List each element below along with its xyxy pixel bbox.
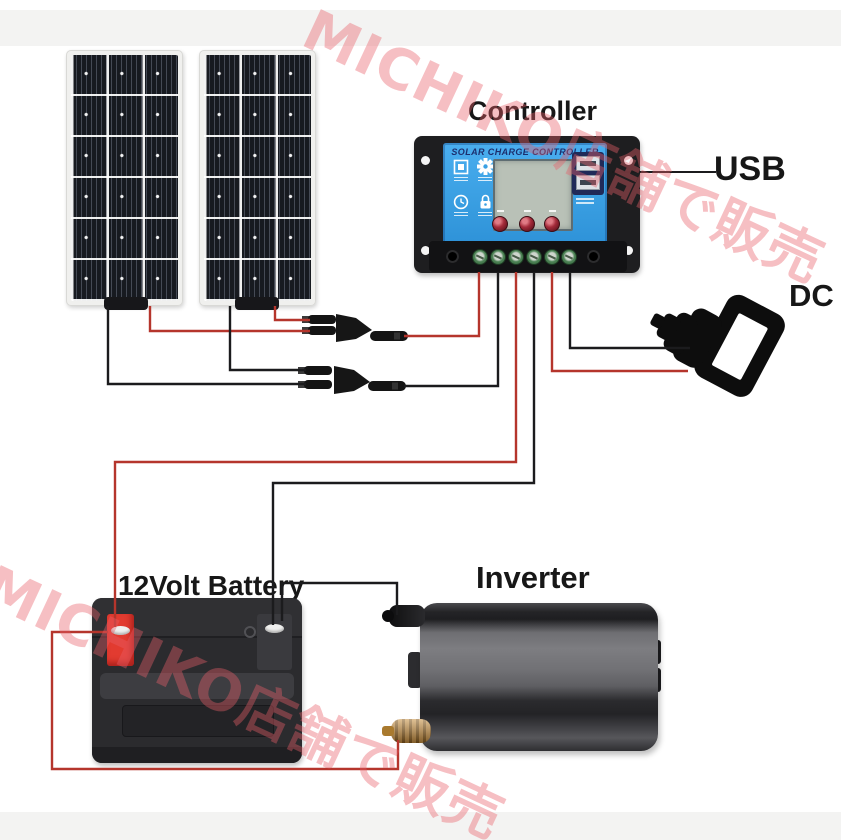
- bottom-gray-band: [0, 812, 841, 840]
- battery-inset-panel: [122, 705, 274, 737]
- controller-button: [492, 216, 508, 232]
- icon-caption: [478, 212, 492, 216]
- mount-hole: [624, 156, 633, 165]
- inverter-negative-terminal: [382, 605, 425, 627]
- clock-icon: [453, 194, 469, 210]
- y-connector-positive: [302, 314, 408, 342]
- button-caption: [524, 210, 531, 212]
- usb-port-icon: [576, 175, 600, 190]
- controller-button: [519, 216, 535, 232]
- controller-title: SOLAR CHARGE CONTROLLER: [451, 147, 599, 157]
- mount-hole: [421, 156, 430, 165]
- screw-terminal: [490, 249, 506, 265]
- screw-terminal: [544, 249, 560, 265]
- battery-positive-post: [111, 626, 130, 635]
- mount-hole: [421, 246, 430, 255]
- inverter: [420, 603, 658, 751]
- controller-button: [544, 216, 560, 232]
- gear-icon: [477, 158, 494, 175]
- icon-caption: [478, 177, 492, 181]
- wire-panel2-positive: [273, 306, 310, 322]
- y-connector-negative: [298, 366, 406, 394]
- battery-vent-cap: [244, 626, 256, 638]
- solar-charge-controller: SOLAR CHARGE CONTROLLER: [414, 136, 640, 273]
- battery: [92, 598, 302, 763]
- mc4-y-connectors: [298, 314, 408, 394]
- wire-panel2-negative: [228, 306, 306, 372]
- battery-positive-terminal: [107, 614, 134, 666]
- wire-controller-to-dc-positive: [550, 272, 688, 373]
- wire-controller-to-dc-negative: [568, 272, 690, 350]
- battery-base: [92, 747, 302, 763]
- solar-panel-2-junction-box: [235, 297, 279, 310]
- lock-icon: [478, 194, 494, 210]
- icon-caption: [454, 177, 468, 181]
- usb-port-icon: [576, 156, 600, 171]
- controller-face: SOLAR CHARGE CONTROLLER: [443, 143, 607, 245]
- solar-panel-1: [66, 50, 183, 310]
- terminal-strip: [429, 241, 627, 272]
- inverter-positive-terminal: [382, 719, 431, 743]
- dc-label: DC: [789, 278, 834, 313]
- icon-caption: [454, 212, 468, 216]
- solar-panel-2: [199, 50, 316, 310]
- solar-panel-1-cells: [71, 55, 178, 301]
- button-caption: [549, 210, 556, 212]
- strip-hole: [446, 250, 459, 263]
- button-caption: [497, 210, 504, 212]
- top-gray-band: [0, 10, 841, 46]
- lcd-display-icon: [453, 159, 469, 175]
- screw-terminal: [526, 249, 542, 265]
- mount-hole: [624, 246, 633, 255]
- battery-handle-groove: [100, 673, 294, 699]
- usb-label: USB: [714, 150, 786, 188]
- usb-caption: [576, 198, 594, 204]
- usb-ports: [572, 152, 604, 195]
- screw-terminal: [508, 249, 524, 265]
- strip-hole: [587, 250, 600, 263]
- inverter-label: Inverter: [476, 560, 590, 595]
- screw-terminal: [472, 249, 488, 265]
- inverter-side-tab: [408, 652, 422, 688]
- solar-panel-2-cells: [204, 55, 311, 301]
- wire-panel1-negative: [106, 306, 306, 386]
- battery-negative-post: [265, 624, 284, 633]
- wire-pv-negative-to-controller: [404, 272, 500, 388]
- wire-pv-positive-to-controller: [404, 272, 481, 338]
- wire-panel1-positive: [148, 306, 310, 333]
- solar-panel-1-junction-box: [104, 297, 148, 310]
- controller-label: Controller: [468, 96, 598, 126]
- battery-negative-terminal: [257, 614, 292, 670]
- screw-terminal: [561, 249, 577, 265]
